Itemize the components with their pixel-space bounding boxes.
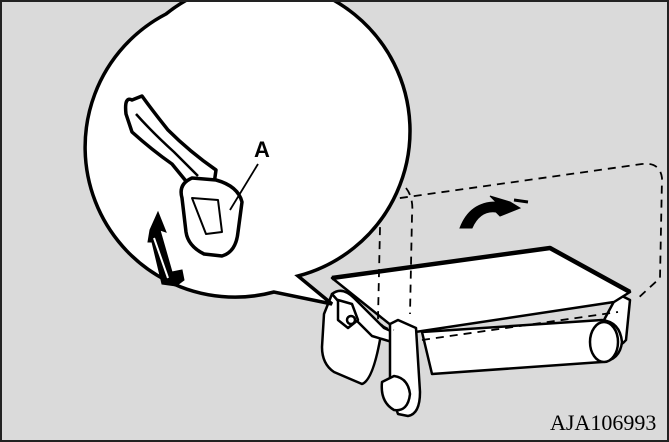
fold-arrow-tail [514,200,528,202]
magnification-callout: A [85,2,410,304]
callout-label-a: A [254,137,270,162]
fold-direction-arrow [460,196,520,228]
seat-cushion [322,248,630,416]
figure-code: AJA106993 [550,410,656,435]
